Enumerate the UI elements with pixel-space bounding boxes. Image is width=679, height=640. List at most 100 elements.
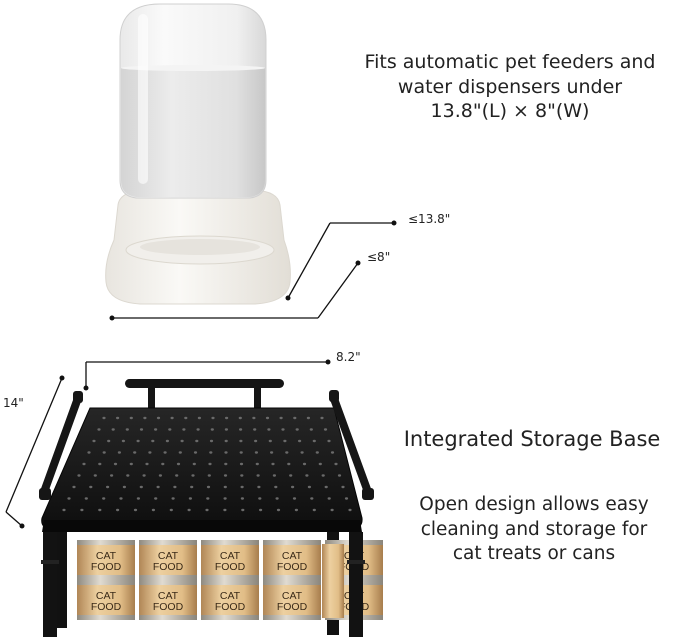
vent-hole	[80, 508, 84, 512]
vent-hole	[82, 462, 86, 466]
vent-hole	[133, 451, 137, 454]
vent-hole	[240, 497, 244, 500]
vent-hole	[279, 416, 283, 420]
vent-hole	[169, 508, 173, 512]
vent-hole	[208, 462, 212, 466]
vent-hole	[239, 439, 243, 443]
vent-hole	[224, 439, 228, 443]
vent-hole	[170, 416, 174, 420]
can-label-text: FOOD	[91, 561, 122, 573]
vent-hole	[151, 439, 155, 443]
vent-hole	[223, 508, 227, 512]
vent-hole	[252, 416, 256, 420]
vent-hole	[206, 497, 210, 500]
can-label-text: CAT	[158, 550, 179, 562]
vent-hole	[175, 474, 179, 477]
vent-hole	[259, 508, 263, 512]
vent-hole	[240, 474, 244, 477]
vent-hole	[84, 497, 88, 500]
vent-hole	[180, 439, 184, 443]
vent-hole	[285, 451, 289, 454]
vent-hole	[148, 451, 152, 454]
vent-hole	[254, 451, 258, 454]
can-label-text: FOOD	[277, 561, 308, 573]
vent-hole	[267, 428, 271, 431]
vent-hole	[176, 462, 181, 466]
can-label-text: CAT	[282, 550, 303, 562]
vent-hole	[192, 462, 196, 466]
can-label-text: CAT	[158, 590, 179, 602]
vent-hole	[310, 497, 314, 500]
vent-hole	[156, 485, 160, 489]
vent-hole	[287, 462, 291, 466]
can-label-text: FOOD	[215, 561, 246, 573]
vent-hole	[254, 439, 258, 443]
vent-hole	[224, 462, 228, 466]
vent-hole	[207, 474, 211, 477]
vent-hole	[205, 508, 209, 512]
vent-hole	[163, 451, 167, 454]
vent-hole	[182, 428, 186, 431]
vent-hole	[211, 416, 215, 420]
vent-hole	[327, 439, 331, 443]
vent-hole	[289, 474, 293, 477]
vent-hole	[323, 428, 328, 431]
feeder-fit-line: water dispensers under	[397, 75, 623, 98]
vent-hole	[320, 416, 324, 420]
vent-hole	[119, 497, 123, 500]
can-label-text: CAT	[220, 550, 241, 562]
vent-hole	[272, 474, 276, 477]
stand-top-plate	[41, 407, 363, 531]
vent-hole	[92, 439, 96, 443]
vent-hole	[129, 462, 133, 466]
stand-side-rails	[40, 392, 372, 496]
vent-hole	[224, 428, 228, 431]
storage-title: Integrated Storage Base	[403, 427, 661, 451]
can-label-text: CAT	[220, 590, 241, 602]
stand-leg	[43, 532, 57, 637]
vent-hole	[271, 462, 275, 466]
vent-hole	[337, 474, 342, 477]
vent-hole	[238, 416, 242, 420]
vent-hole	[281, 428, 285, 431]
feeder-dimension-lines	[109, 220, 397, 321]
vent-hole	[111, 428, 115, 431]
vent-hole	[106, 485, 110, 489]
vent-hole	[151, 508, 155, 512]
vent-hole	[77, 474, 81, 477]
vent-hole	[188, 497, 192, 500]
vent-hole	[334, 462, 338, 466]
vent-hole	[158, 474, 162, 477]
feeder-fit-line: 13.8"(L) × 8"(W)	[430, 100, 590, 123]
vent-hole	[324, 485, 328, 489]
can-label-text: FOOD	[215, 601, 246, 613]
vent-hole	[98, 462, 102, 466]
vent-hole	[156, 416, 161, 420]
cat-food-can	[322, 544, 344, 618]
vent-hole	[209, 439, 214, 443]
vent-hole	[225, 416, 229, 420]
feeder-fit-line: Fits automatic pet feeders and	[364, 51, 656, 73]
vent-hole	[330, 508, 334, 512]
can-label-text: FOOD	[153, 561, 184, 573]
vent-hole	[309, 428, 313, 431]
vent-hole	[165, 439, 169, 443]
vent-hole	[253, 428, 257, 431]
vent-hole	[224, 451, 228, 454]
vent-hole	[223, 474, 228, 477]
storage-description-line: cleaning and storage for	[420, 518, 648, 540]
vent-hole	[161, 462, 165, 466]
vent-hole	[117, 451, 121, 454]
vent-hole	[113, 462, 118, 466]
can-label-text: CAT	[282, 590, 303, 602]
can-label-text: FOOD	[277, 601, 308, 613]
vent-hole	[305, 474, 309, 477]
water-level	[121, 68, 265, 197]
vent-hole	[171, 497, 175, 500]
vent-hole	[276, 508, 281, 512]
